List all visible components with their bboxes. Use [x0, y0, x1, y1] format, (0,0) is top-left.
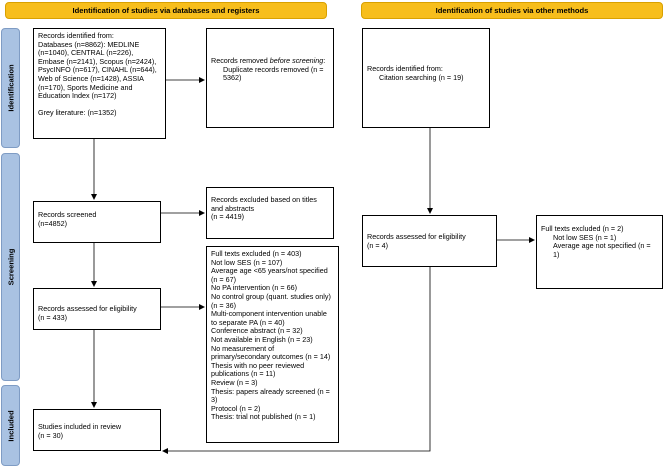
stage-screening-label: Screening	[6, 248, 15, 286]
other-identified-title: Records identified from:	[367, 64, 443, 73]
full-texts-excluded-box: Full texts excluded (n = 403) Not low SE…	[206, 246, 339, 443]
other-identified-detail: Citation searching (n = 19)	[379, 72, 464, 82]
records-removed-box: Records removed before screening: Duplic…	[206, 28, 334, 128]
records-removed-title: Records removed before screening:	[211, 56, 326, 65]
records-excluded-box: Records excluded based on titles and abs…	[206, 187, 334, 239]
other-identified-box: Records identified from: Citation search…	[362, 28, 490, 128]
stage-included: Included	[1, 385, 20, 466]
other-excluded-detail-1: Not low SES (n = 1)	[553, 232, 617, 242]
other-excluded-title: Full texts excluded (n = 2)	[541, 224, 624, 233]
records-removed-detail: Duplicate records removed (n = 5362)	[223, 64, 324, 83]
other-excluded-detail-2: Average age not specified (n = 1)	[553, 241, 651, 259]
stage-screening: Screening	[1, 153, 20, 381]
other-assessed-box: Records assessed for eligibility (n = 4)	[362, 215, 497, 267]
records-screened-box: Records screened (n=4852)	[33, 201, 161, 243]
stage-identification-label: Identification	[6, 64, 15, 112]
header-other-methods: Identification of studies via other meth…	[361, 2, 663, 19]
records-assessed-box: Records assessed for eligibility (n = 43…	[33, 288, 161, 330]
records-identified-box: Records identified from: Databases (n=88…	[33, 28, 166, 139]
studies-included-box: Studies included in review (n = 30)	[33, 409, 161, 451]
header-databases: Identification of studies via databases …	[5, 2, 327, 19]
stage-included-label: Included	[6, 409, 15, 442]
stage-identification: Identification	[1, 28, 20, 148]
other-excluded-box: Full texts excluded (n = 2) Not low SES …	[536, 215, 663, 289]
